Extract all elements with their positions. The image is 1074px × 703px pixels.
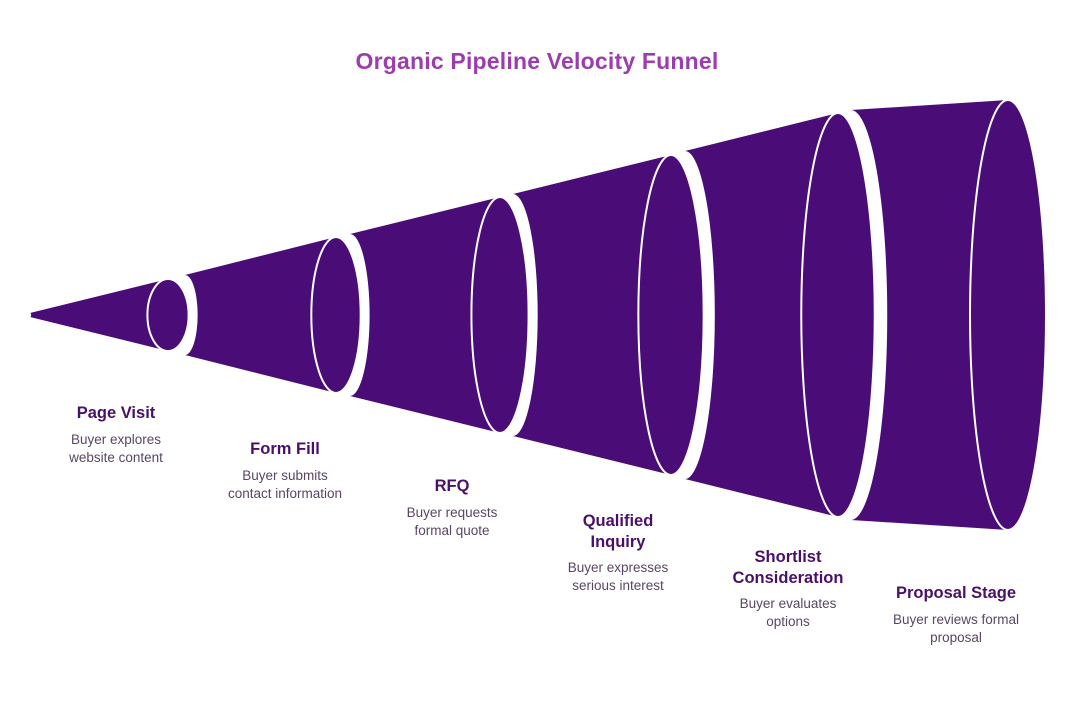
stage-description: Buyer reviews formal proposal	[892, 611, 1020, 645]
funnel-segment-6[interactable]	[851, 99, 1047, 531]
page-title: Organic Pipeline Velocity Funnel	[355, 48, 719, 74]
stage-description: Buyer requests formal quote	[406, 504, 498, 538]
stage-description: Buyer expresses serious interest	[567, 560, 669, 594]
funnel-segment-body	[30, 279, 189, 351]
funnel-segment-cap	[969, 99, 1047, 531]
stage-title: Proposal Stage	[895, 584, 1017, 602]
funnel-segments-group	[30, 99, 1047, 531]
stage-title: Page Visit	[76, 404, 156, 422]
funnel-segment-cap	[470, 196, 530, 434]
funnel-segment-cap	[310, 236, 362, 394]
funnel-segment-3[interactable]	[350, 196, 530, 434]
stage-title: Form Fill	[250, 440, 320, 458]
stage-description: Buyer explores website content	[69, 431, 163, 465]
stage-title: Shortlist Consideration	[732, 548, 844, 587]
funnel-segment-cap	[800, 112, 876, 518]
funnel-segment-4[interactable]	[513, 154, 705, 476]
funnel-segment-cap	[637, 154, 705, 476]
funnel-segment-cap	[146, 278, 190, 352]
stage-title: Qualified Inquiry	[582, 512, 654, 551]
funnel-segment-1[interactable]	[30, 278, 190, 352]
funnel-segment-5[interactable]	[685, 112, 876, 518]
funnel-segment-2[interactable]	[185, 236, 362, 394]
stage-description: Buyer evaluates options	[739, 596, 837, 630]
stage-label-3[interactable]: RFQ Buyer requests formal quote	[322, 476, 582, 540]
stage-title: RFQ	[434, 477, 470, 495]
stage-description: Buyer submits contact information	[227, 467, 343, 501]
